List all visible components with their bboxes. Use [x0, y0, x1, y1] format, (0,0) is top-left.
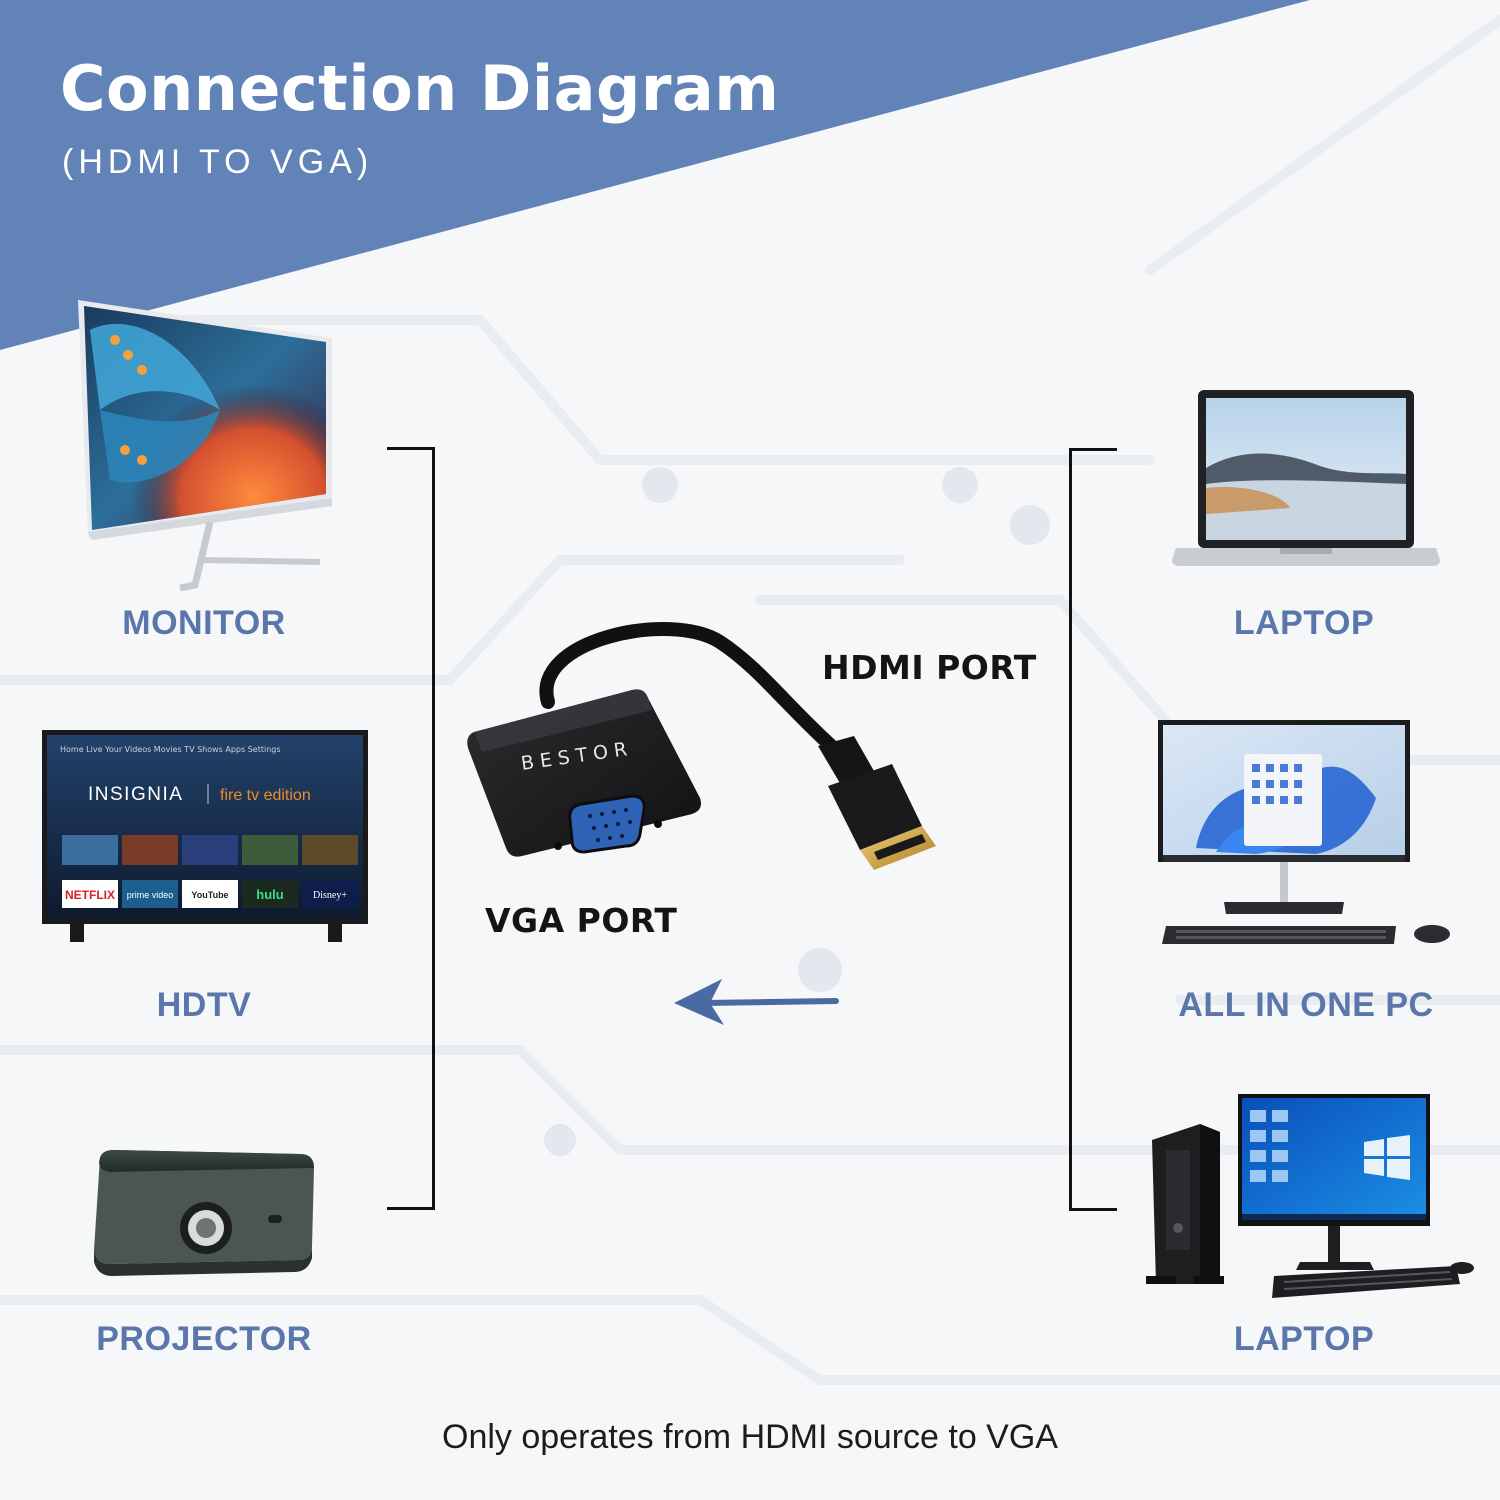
left-arrow-icon — [674, 979, 839, 1025]
app-netflix: NETFLIX — [65, 888, 115, 902]
app-youtube: YouTube — [191, 890, 228, 900]
hdmi-vga-adapter-icon: BESTOR — [467, 622, 936, 870]
footer-note: Only operates from HDMI source to VGA — [442, 1418, 1058, 1456]
desktop-pc-icon — [1146, 1094, 1474, 1298]
projector-icon — [94, 1150, 314, 1276]
device-label-desktop-pc: LAPTOP — [1233, 1320, 1375, 1358]
device-label-laptop: LAPTOP — [1233, 604, 1375, 642]
app-hulu: hulu — [256, 887, 283, 902]
app-prime-video: prime video — [127, 890, 174, 900]
device-label-monitor: MONITOR — [122, 604, 286, 642]
all-in-one-pc-icon — [1158, 720, 1450, 944]
tv-edition-text: fire tv edition — [220, 787, 311, 804]
vga-port-label: VGA PORT — [485, 901, 678, 940]
laptop-icon — [1172, 390, 1440, 566]
left-bracket-connector — [387, 447, 435, 1210]
app-disney: Disney+ — [313, 890, 347, 901]
monitor-icon — [78, 300, 332, 592]
header-band — [0, 0, 1310, 350]
right-bracket-connector — [1069, 448, 1117, 1211]
page-subtitle: (HDMI TO VGA) — [62, 143, 374, 181]
tv-icon: Home Live Your Videos Movies TV Shows Ap… — [42, 730, 368, 942]
tv-menu-text: Home Live Your Videos Movies TV Shows Ap… — [60, 745, 281, 754]
device-label-projector: PROJECTOR — [96, 1320, 312, 1358]
tv-brand-text: INSIGNIA — [88, 784, 183, 805]
device-label-all-in-one-pc: ALL IN ONE PC — [1178, 986, 1434, 1024]
hdmi-port-label: HDMI PORT — [822, 648, 1037, 687]
device-label-hdtv: HDTV — [156, 986, 252, 1024]
page-title: Connection Diagram — [60, 52, 780, 125]
